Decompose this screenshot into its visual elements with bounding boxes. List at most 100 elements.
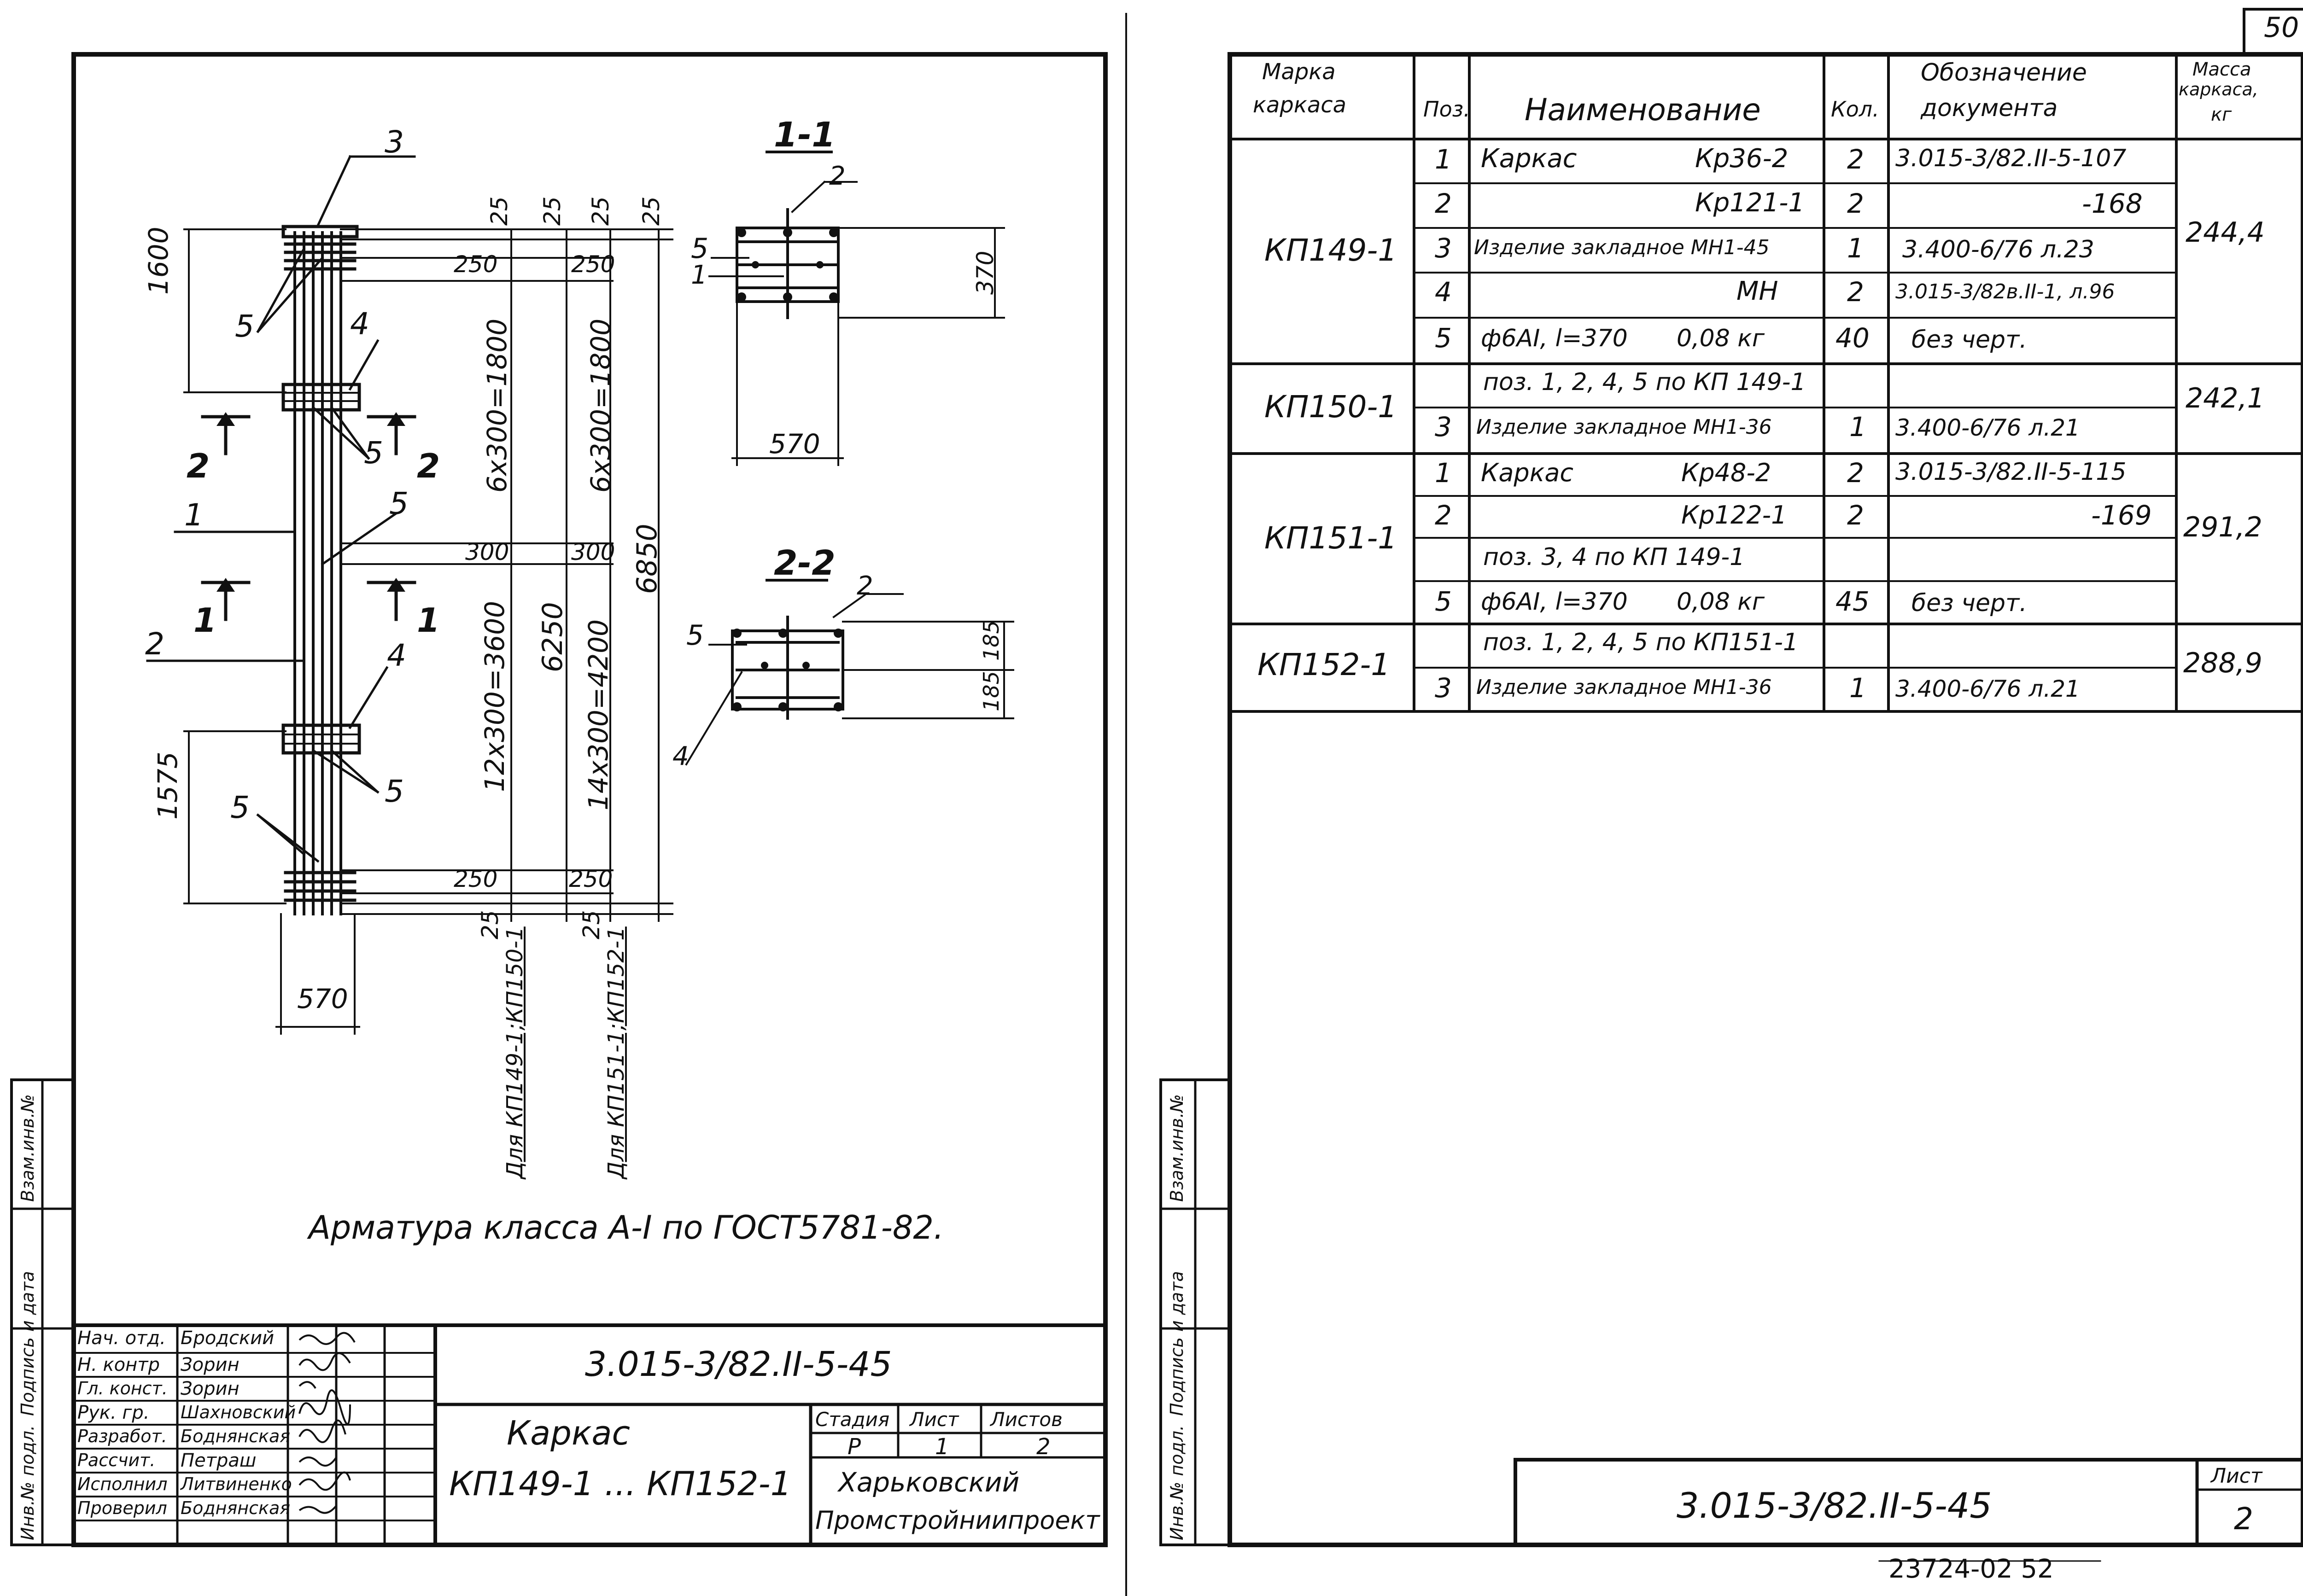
row-name: Изделие закладное МН1-36 [1476,415,1772,439]
cut-arrow-1-left [216,578,235,592]
row-qty: 2 [1847,457,1864,489]
row-name-right: Кр36-2 [1695,144,1789,174]
name: Боднянская [181,1498,291,1518]
row-name-right: Кр48-2 [1681,458,1771,487]
dim-25: 25 [486,196,513,226]
row-doc: 3.400-6/76 л.21 [1895,676,2080,702]
archive-number: 23724-02 52 [1888,1554,2054,1584]
row-name-right: 0,08 кг [1677,588,1765,616]
side-stamp-signature-date: Подпись и дата [18,1271,38,1416]
dim-300: 300 [571,539,615,565]
mark-kp151-1: КП151-1 [1264,520,1397,556]
row-qty: 1 [1847,233,1864,264]
dim-570: 570 [297,983,348,1014]
item-name-title: Каркас [507,1414,631,1452]
sheet-value: 1 [935,1434,949,1460]
section-1-1-pos2: 2 [829,161,846,191]
section-1-1-width-570: 570 [769,428,820,460]
row-doc: 3.015-3/82.II-5-107 [1895,145,2127,172]
row-pos: 5 [1435,586,1452,617]
section-2-2-dim-185: 185 [979,620,1004,661]
callout-5: 5 [389,486,409,521]
org-name-line2: Промстройниипроект [815,1506,1100,1535]
section-mark-1-right: 1 [417,601,440,640]
sheets-header: Листов [990,1408,1063,1431]
row-pos: 4 [1435,276,1452,308]
row-name-right: Кр122-1 [1681,501,1787,530]
section-mark-1-left: 1 [193,601,217,640]
dim-14x300-4200: 14x300=4200 [583,619,614,810]
row-pos: 5 [1435,322,1452,354]
stage-header: Стадия [815,1408,890,1431]
dim-300: 300 [465,539,509,565]
page-number: 50 [2264,12,2299,44]
row-doc: без черт. [1911,326,2027,354]
row-name: Изделие закладное МН1-45 [1474,236,1770,259]
row-qty: 40 [1835,322,1870,354]
header-qty: Кол. [1831,97,1879,122]
row-pos: 3 [1435,233,1452,264]
row-name: поз. 1, 2, 4, 5 по КП151-1 [1483,629,1799,656]
org-name-line1: Харьковский [838,1467,1020,1498]
header-mass-3: кг [2211,104,2232,125]
row-name: ф6АI, l=370 [1481,325,1628,352]
section-1-1-title: 1-1 [774,115,836,155]
row-qty: 2 [1847,500,1864,531]
dim-25: 25 [477,910,503,939]
row-pos: 2 [1435,500,1452,531]
side-stamp-inv-podl: Инв.№ подл. [1167,1425,1187,1540]
row-name: Каркас [1481,458,1574,487]
row-pos: 3 [1435,411,1452,443]
header-mass-1: Масса [2192,59,2251,80]
side-stamp-signature-date: Подпись и дата [1167,1271,1187,1416]
sheet-header: Лист [910,1408,959,1431]
row-name-right: Кр121-1 [1695,188,1805,218]
cut-arrow-1-right [387,578,405,592]
header-mark-2: каркаса [1253,92,1347,118]
dim-12x300-3600: 12x300=3600 [479,600,510,792]
cut-arrow-2-left [216,412,235,426]
side-stamp-vzam-inv: Взам.инв.№ [1167,1094,1187,1202]
mass-kp150-1: 242,1 [2186,382,2265,414]
mark-kp150-1: КП150-1 [1264,389,1397,425]
callout-1: 1 [184,497,204,533]
left-doc-code: 3.015-3/82.II-5-45 [585,1345,892,1384]
callout-4: 4 [387,638,406,673]
sheets-value: 2 [1036,1434,1051,1460]
header-doc-1: Обозначение [1921,59,2087,87]
row-qty: 45 [1835,586,1870,617]
mark-kp152-1: КП152-1 [1257,647,1391,682]
side-stamp-inv-podl: Инв.№ подл. [18,1425,38,1540]
section-1-1-pos5: 5 [691,233,709,265]
mass-kp149-1: 244,4 [2186,216,2265,249]
section-2-2-title: 2-2 [774,543,836,583]
row-name: Каркас [1481,144,1577,174]
row-qty: 1 [1849,411,1866,443]
dim-250: 250 [454,251,498,278]
section-1-1-height-370: 370 [972,250,999,295]
dim-25: 25 [638,196,665,226]
section-2-2-dim-185: 185 [979,671,1004,711]
callout-3: 3 [385,124,404,160]
name: Зорин [181,1354,240,1375]
right-doc-code: 3.015-3/82.II-5-45 [1677,1485,1992,1526]
section-mark-2-left: 2 [187,447,210,485]
callout-5: 5 [235,309,254,344]
row-doc: 3.015-3/82в.II-1, л.96 [1895,280,2115,303]
section-1-1-pos1: 1 [691,260,707,290]
stage-value: Р [848,1434,861,1460]
dim-1575: 1575 [152,751,183,820]
row-qty: 2 [1847,188,1864,219]
sheet-label: Лист [2211,1464,2262,1488]
dim-250: 250 [454,866,498,892]
dim-6850: 6850 [631,524,663,594]
reinforcement-note: Арматура класса А-I по ГОСТ5781-82. [309,1209,944,1247]
dim-250: 250 [571,251,615,278]
dim-25: 25 [587,196,614,226]
row-name-right: 0,08 кг [1677,325,1765,352]
mass-kp152-1: 288,9 [2183,647,2262,679]
side-stamp-vzam-inv: Взам.инв.№ [18,1094,38,1202]
role: Разработ. [77,1426,167,1446]
sheet-number: 2 [2234,1501,2253,1537]
header-mass-2: каркаса, [2179,79,2258,99]
